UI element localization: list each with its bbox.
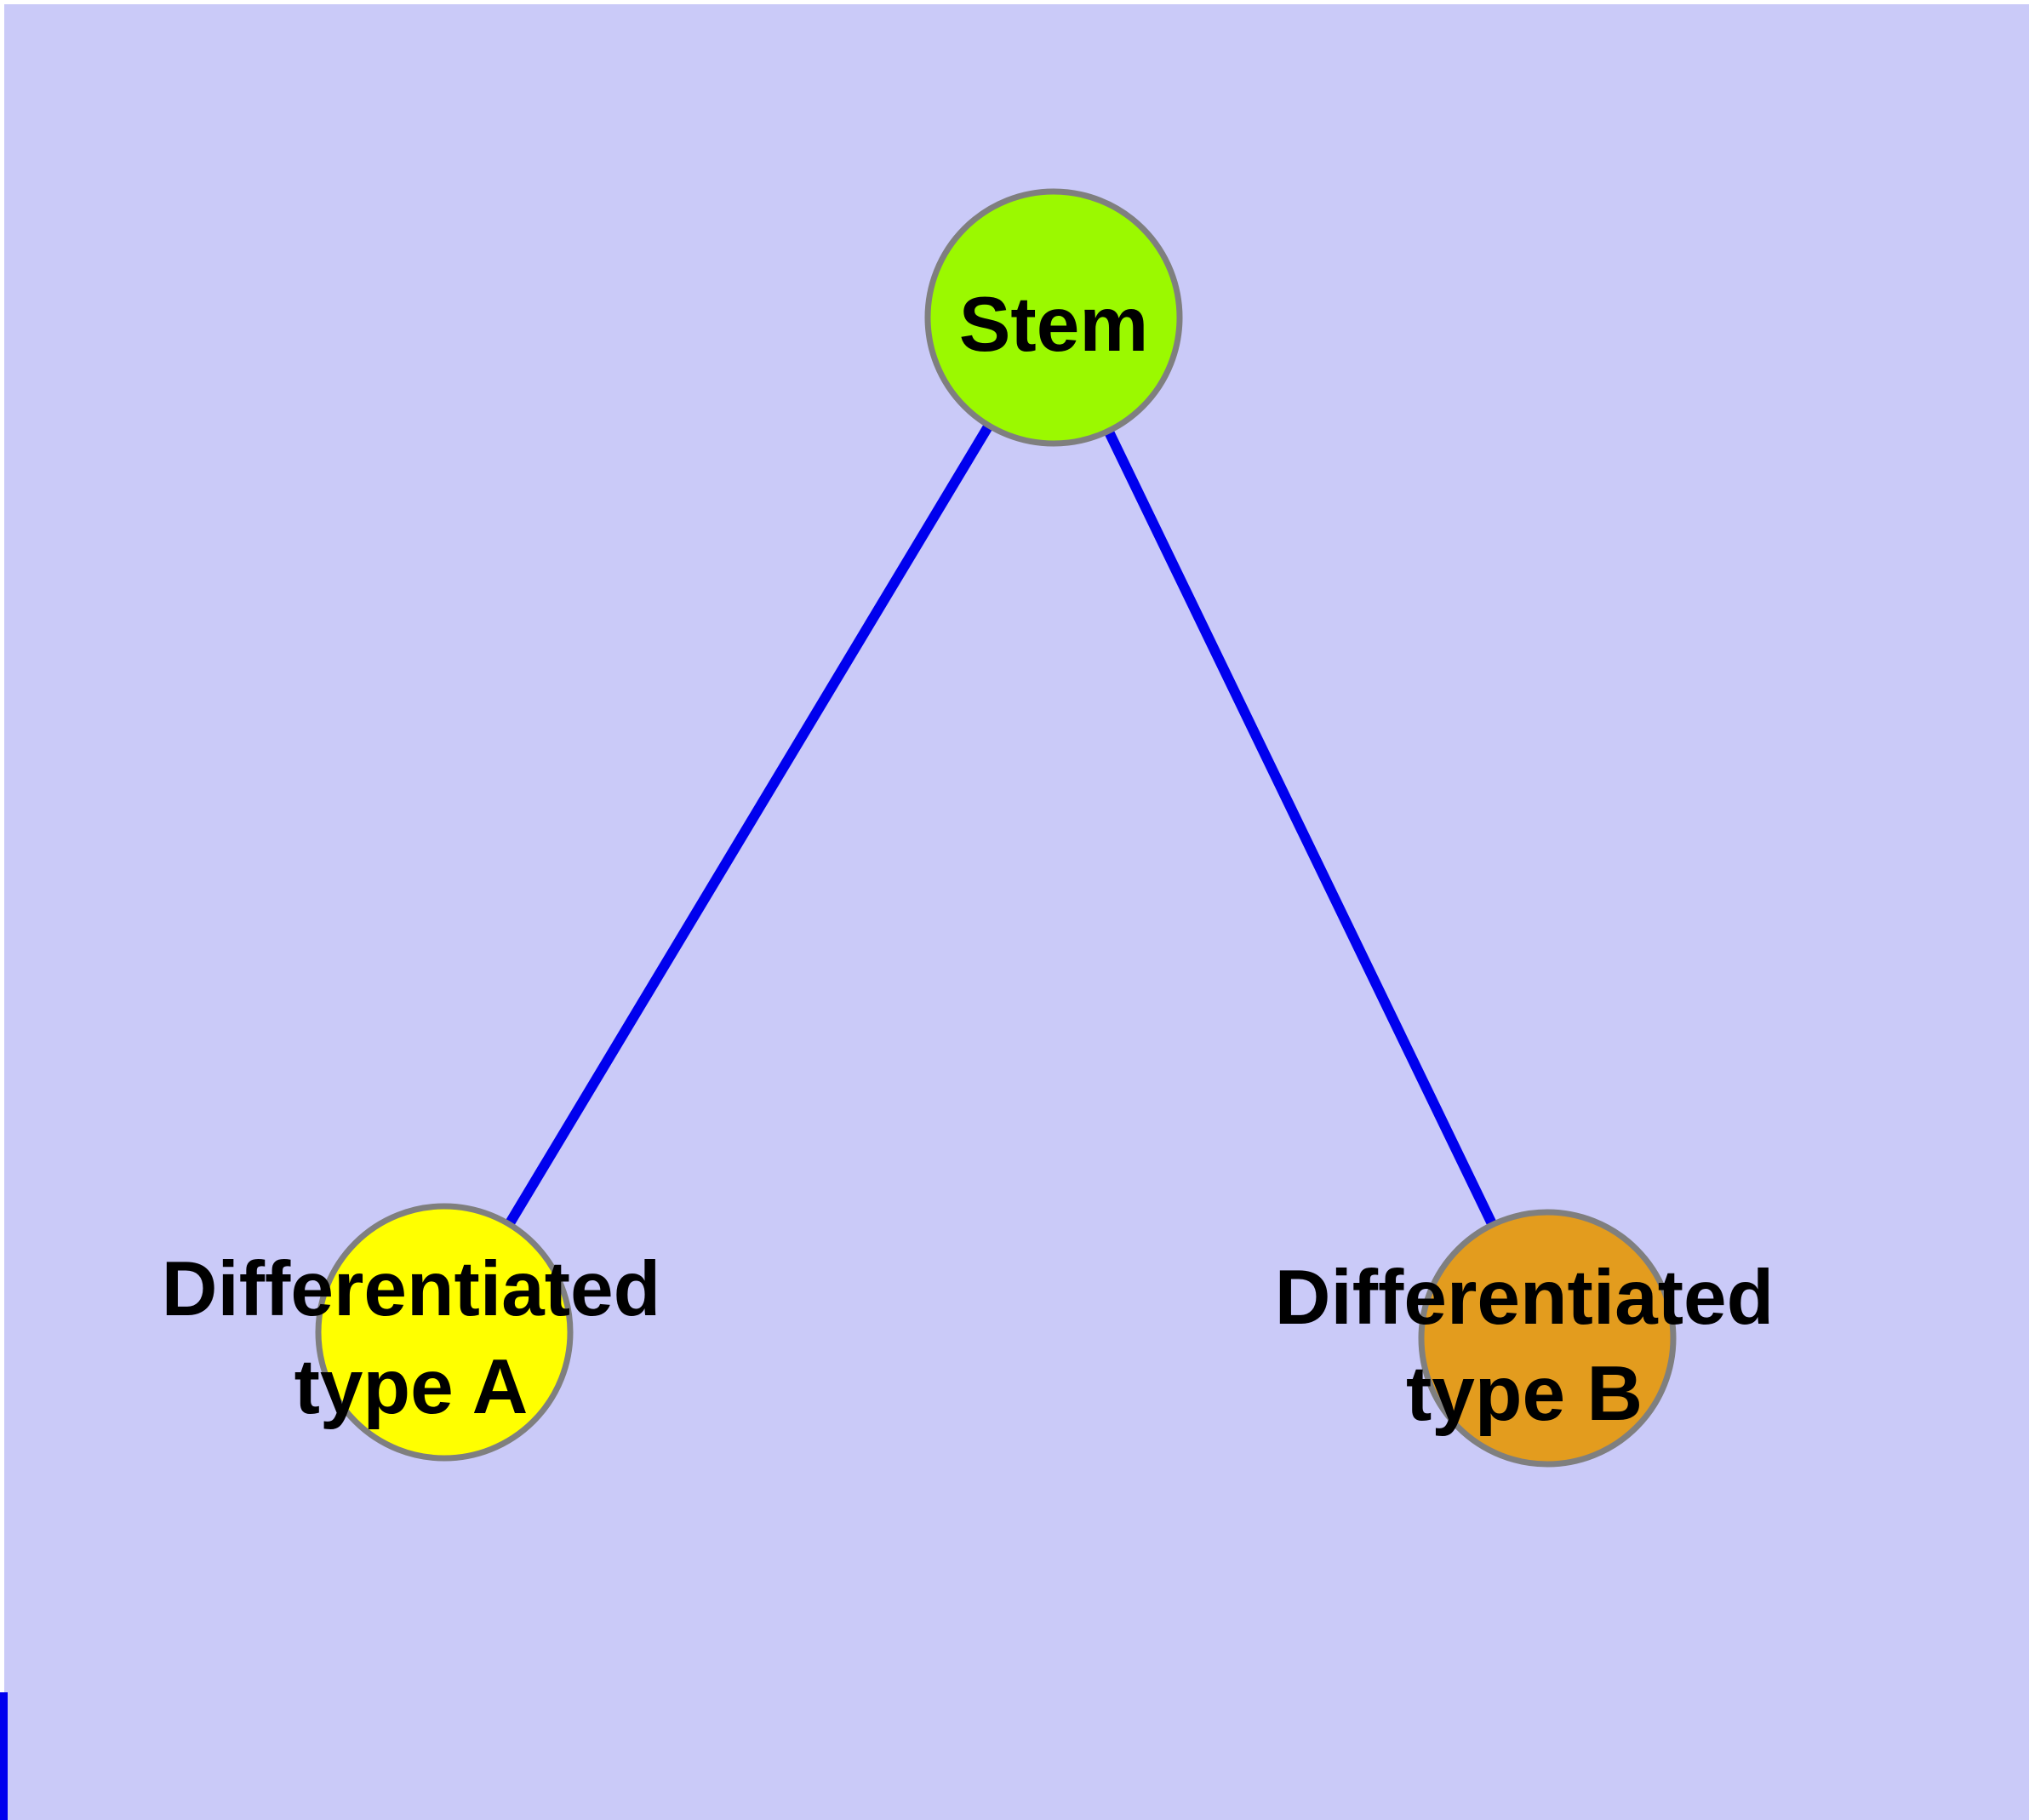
type-a-node-label-line1: Differentiated	[162, 1246, 661, 1332]
type-a-node-circle	[315, 1203, 574, 1462]
edge-stem-to-type-b	[1049, 315, 1552, 1341]
type-a-node: Differentiated type A	[162, 1203, 661, 1462]
type-b-node-circle	[1418, 1209, 1677, 1468]
type-b-node: Differentiated type B	[1275, 1209, 1775, 1468]
stem-node-circle	[924, 188, 1183, 447]
left-edge-blue-stripe	[0, 1692, 8, 1820]
stem-node: Stem	[924, 188, 1183, 447]
type-b-node-label-line1: Differentiated	[1275, 1255, 1775, 1341]
type-b-node-label-line2: type B	[1406, 1351, 1643, 1437]
edge-stem-to-type-a	[439, 314, 1059, 1336]
stem-node-label: Stem	[959, 282, 1149, 368]
edges	[439, 314, 1552, 1341]
type-a-node-label-line2: type A	[294, 1344, 529, 1430]
